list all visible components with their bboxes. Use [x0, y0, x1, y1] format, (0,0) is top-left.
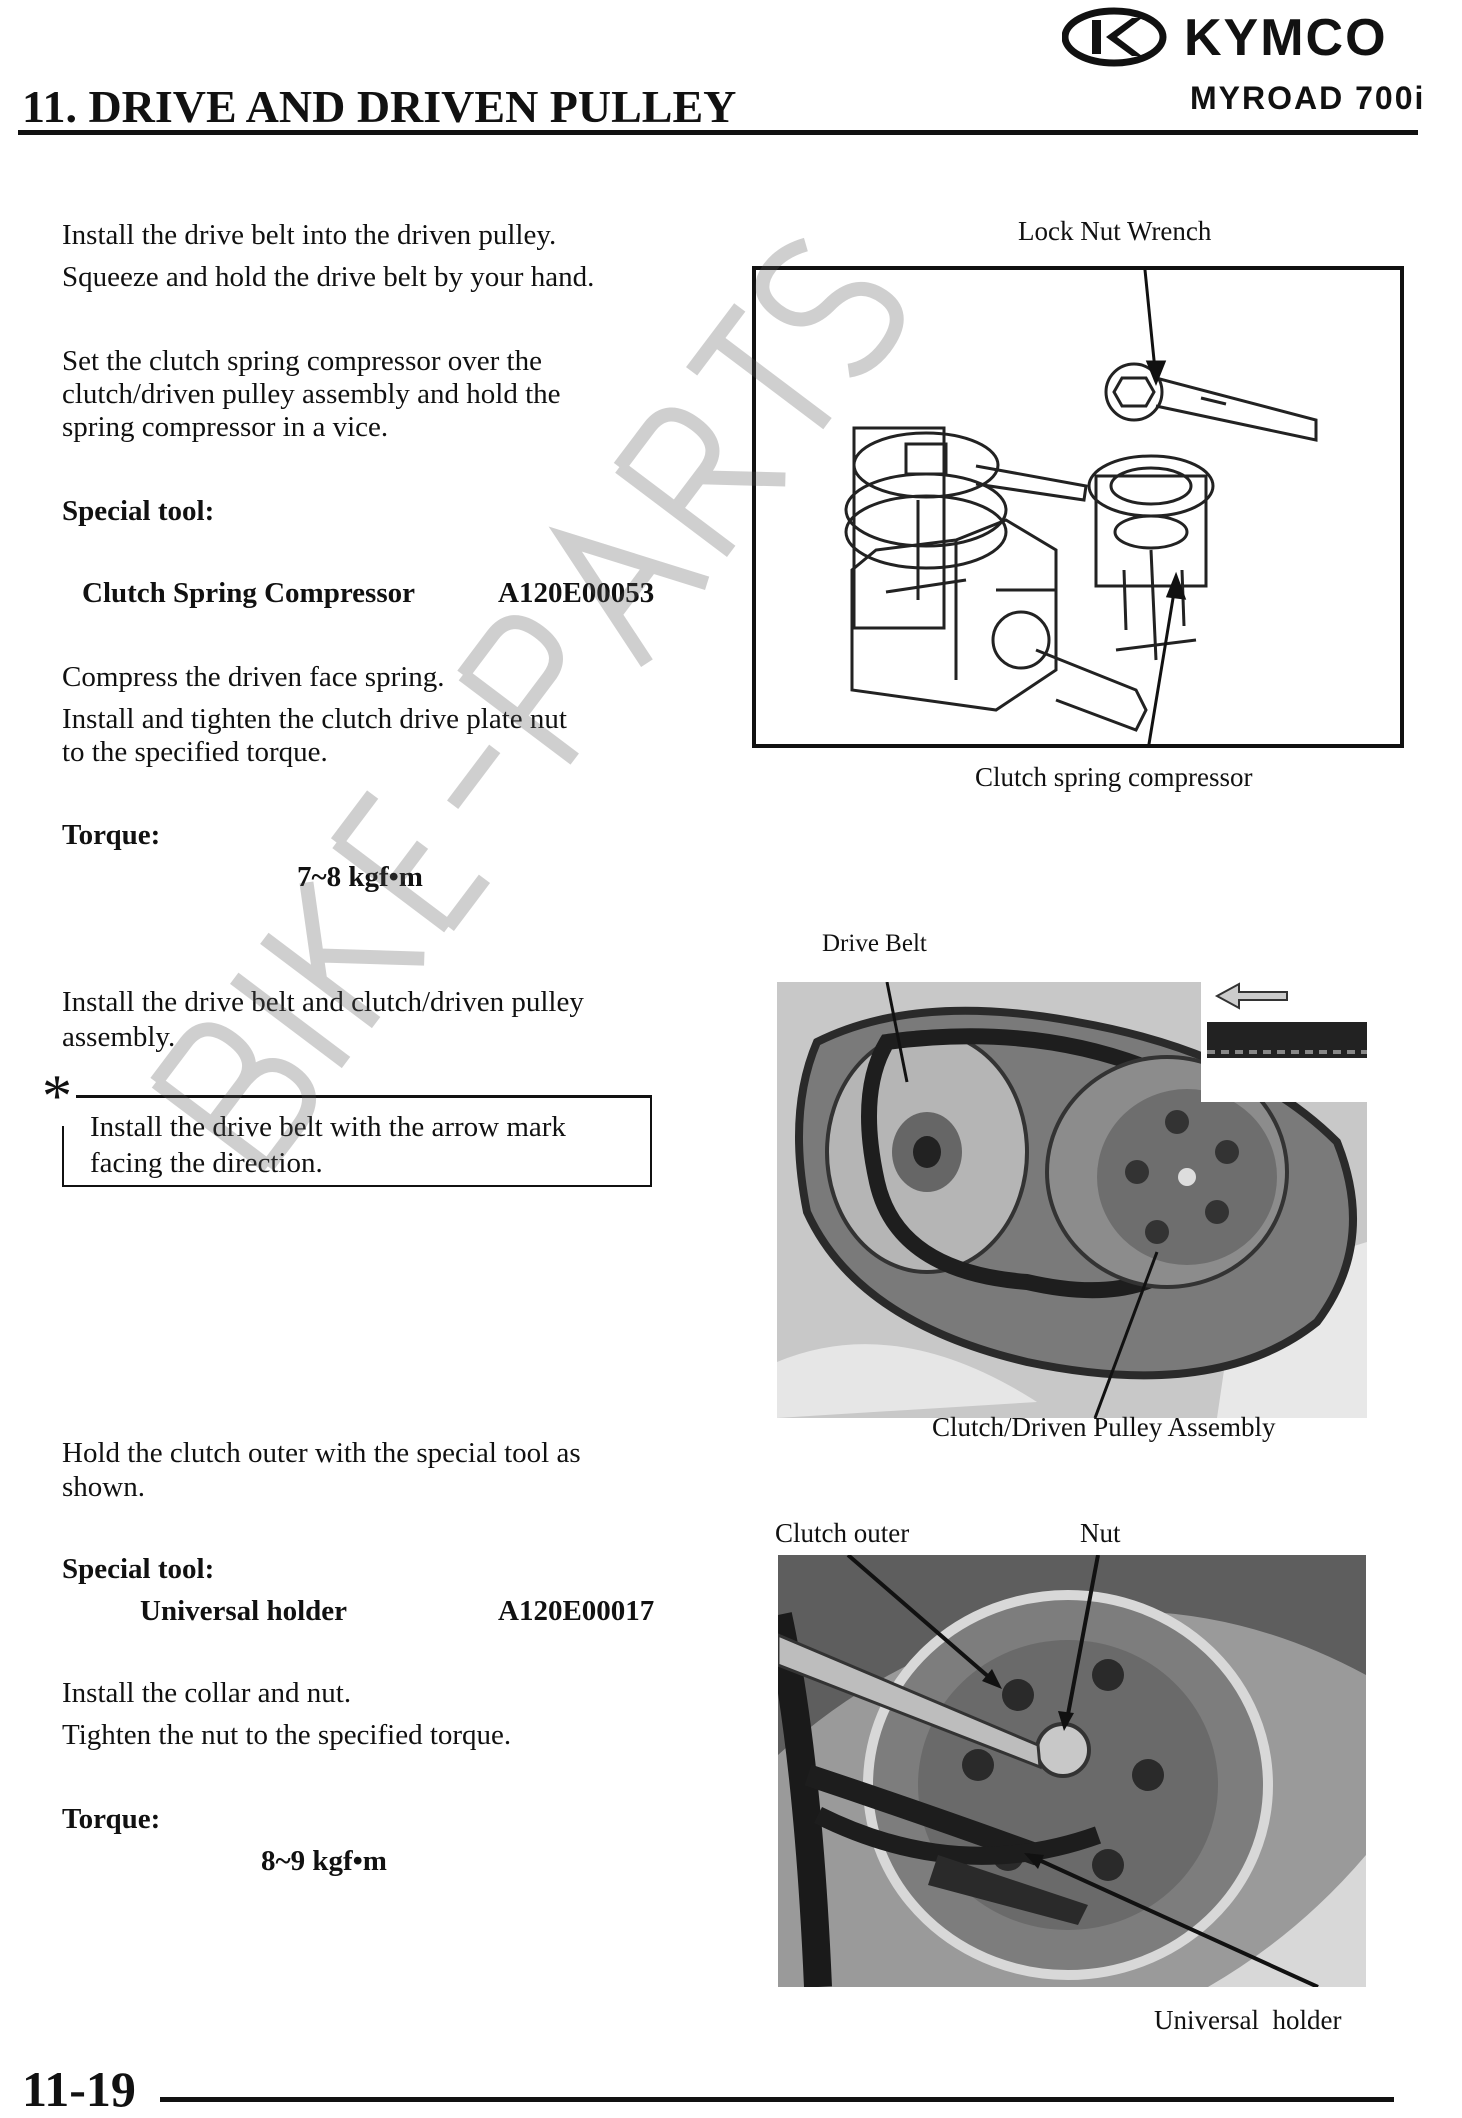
special-tool-label-2: Special tool: — [62, 1553, 215, 1585]
brand-name: KYMCO — [1184, 9, 1388, 67]
text-set-compressor-1: Set the clutch spring compressor over th… — [62, 345, 542, 377]
tool2-code: A120E00017 — [498, 1595, 655, 1627]
kymco-logo: KYMCO — [1061, 6, 1402, 68]
tool2-name: Universal holder — [140, 1595, 348, 1627]
kymco-logo-mark — [1061, 7, 1167, 67]
footer-rule — [160, 2097, 1394, 2102]
text-hold-clutch-2: shown. — [62, 1471, 145, 1503]
fig1-label-clutch-spring-compressor: Clutch spring compressor — [975, 762, 1253, 792]
torque-value-2: 8~9 kgf•m — [261, 1845, 387, 1877]
text-install-assembly-2: assembly. — [62, 1021, 176, 1053]
fig1-frame — [752, 259, 1404, 751]
text-set-compressor-3: spring compressor in a vice. — [62, 411, 389, 443]
fig3-label-universal-holder: Universal holder — [1154, 2005, 1342, 2035]
fig2-label-drive-belt: Drive Belt — [822, 930, 927, 957]
fig1-label-lock-nut-wrench: Lock Nut Wrench — [1018, 216, 1212, 246]
page-number: 11-19 — [22, 2061, 136, 2117]
torque-label-2: Torque: — [62, 1803, 161, 1835]
note-box: Install the drive belt with the arrow ma… — [62, 1095, 652, 1187]
torque-value-1: 7~8 kgf•m — [297, 861, 423, 893]
note-star: * — [38, 1066, 76, 1126]
text-install-belt: Install the drive belt into the driven p… — [62, 219, 557, 251]
fig3-label-clutch-outer: Clutch outer — [775, 1518, 910, 1548]
note-text-1: Install the drive belt with the arrow ma… — [90, 1111, 566, 1143]
fig3-photo — [778, 1555, 1366, 1987]
page-title: 11. DRIVE AND DRIVEN PULLEY — [22, 81, 737, 132]
text-tighten-nut-2: to the specified torque. — [62, 736, 328, 768]
text-install-assembly-1: Install the drive belt and clutch/driven… — [62, 986, 584, 1018]
drive-belt-photo-illustration — [777, 982, 1367, 1418]
fig2-photo — [777, 982, 1367, 1418]
torque-label: Torque: — [62, 819, 161, 851]
clutch-compressor-drawing — [844, 259, 1318, 751]
tool1-code: A120E00053 — [498, 577, 655, 609]
text-squeeze-belt: Squeeze and hold the drive belt by your … — [62, 261, 595, 293]
fig2-label-clutch-driven-pulley: Clutch/Driven Pulley Assembly — [932, 1412, 1276, 1442]
text-tighten-torque: Tighten the nut to the specified torque. — [62, 1719, 512, 1751]
universal-holder-photo-illustration — [778, 1555, 1366, 1987]
special-tool-label: Special tool: — [62, 495, 215, 527]
text-tighten-nut-1: Install and tighten the clutch drive pla… — [62, 703, 567, 735]
fig3-label-nut: Nut — [1080, 1518, 1121, 1548]
text-install-collar: Install the collar and nut. — [62, 1677, 352, 1709]
text-hold-clutch-1: Hold the clutch outer with the special t… — [62, 1437, 581, 1469]
header-rule — [18, 130, 1418, 135]
model-name: MYROAD 700i — [1190, 80, 1426, 116]
text-compress-spring: Compress the driven face spring. — [62, 661, 445, 693]
text-set-compressor-2: clutch/driven pulley assembly and hold t… — [62, 378, 561, 410]
note-text-2: facing the direction. — [90, 1147, 323, 1179]
tool1-name: Clutch Spring Compressor — [82, 577, 415, 609]
